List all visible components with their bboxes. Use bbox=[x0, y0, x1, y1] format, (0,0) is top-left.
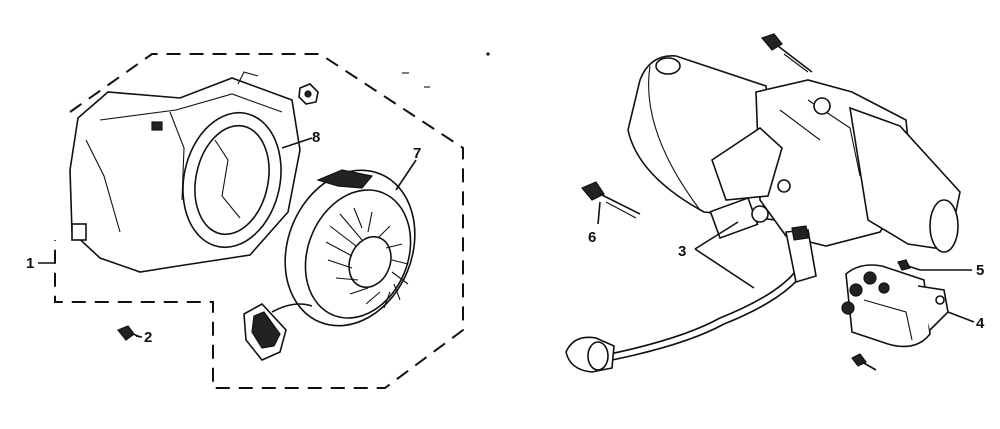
bolt-5 bbox=[897, 259, 921, 271]
fan-cover bbox=[69, 71, 301, 273]
leader-line-2 bbox=[135, 335, 143, 338]
starter-cable bbox=[565, 225, 817, 373]
callout-1: 1 bbox=[26, 255, 34, 272]
callout-2: 2 bbox=[144, 329, 152, 346]
callout-5: 5 bbox=[976, 262, 984, 279]
nut bbox=[298, 83, 319, 105]
bolt-bottom bbox=[851, 353, 877, 371]
callout-3: 3 bbox=[678, 243, 686, 260]
leader-line-3b bbox=[694, 248, 755, 289]
bolt-6 bbox=[581, 181, 641, 219]
callout-6: 6 bbox=[588, 229, 596, 246]
leader-line-7 bbox=[395, 159, 417, 191]
callout-4: 4 bbox=[976, 315, 985, 332]
starter-handle bbox=[243, 302, 313, 361]
leader-line-8 bbox=[281, 137, 313, 149]
bolt-top bbox=[760, 33, 813, 73]
starter-motor-group: 3 4 5 6 bbox=[565, 33, 985, 373]
group-boundary-dashed bbox=[54, 53, 464, 389]
bolt-small bbox=[117, 325, 141, 341]
starter-motor bbox=[627, 55, 961, 253]
solenoid bbox=[841, 264, 949, 348]
callout-8: 8 bbox=[312, 129, 320, 146]
leader-line-4 bbox=[947, 311, 975, 323]
callout-7: 7 bbox=[413, 145, 421, 162]
fan-cover-group: 1 2 7 8 bbox=[26, 53, 464, 389]
leader-line-6 bbox=[597, 201, 601, 225]
recoil-starter bbox=[284, 169, 416, 327]
leader-line-3a bbox=[694, 221, 739, 250]
stray-dot bbox=[486, 52, 490, 56]
